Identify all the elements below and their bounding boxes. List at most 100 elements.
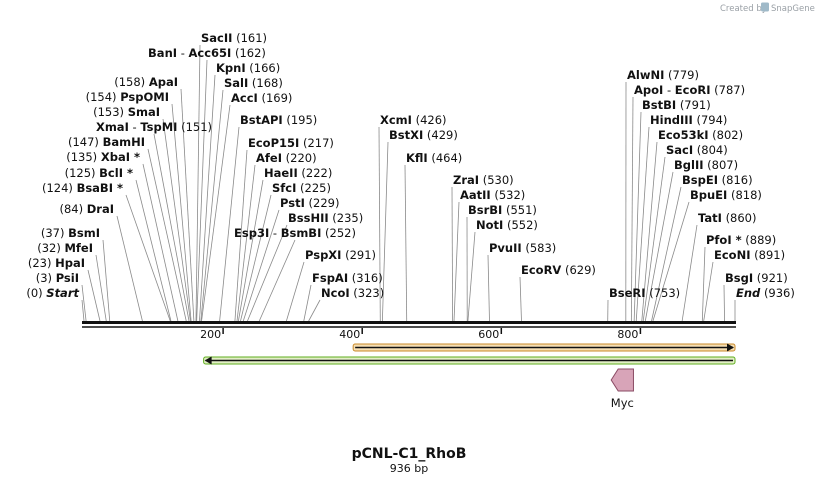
snapgene-credit: Created by SnapGene	[720, 2, 815, 14]
site-label-sfci[interactable]: SfcI (225)	[272, 181, 331, 195]
site-label-zrai[interactable]: ZraI (530)	[453, 173, 514, 187]
site-label-alwni[interactable]: AlwNI (779)	[627, 68, 699, 82]
leader-xbai	[142, 163, 179, 322]
site-label-pfoi[interactable]: PfoI * (889)	[706, 233, 776, 247]
site-position: (168)	[252, 76, 283, 90]
site-label-esp3i[interactable]: Esp3I - BsmBI (252)	[234, 226, 356, 240]
leader-bspei	[651, 186, 682, 322]
site-sep: -	[663, 83, 674, 97]
site-position: (860)	[726, 211, 757, 225]
site-label-xcmi[interactable]: XcmI (426)	[380, 113, 447, 127]
direction-arrow-icon	[204, 356, 212, 365]
site-label-hindiii[interactable]: HindIII (794)	[650, 113, 727, 127]
site-label-aatii[interactable]: AatII (532)	[460, 188, 525, 202]
site-label-xbai[interactable]: (135) XbaI *	[66, 150, 140, 164]
site-label-smai[interactable]: (153) SmaI	[93, 105, 160, 119]
myc-arrow-icon[interactable]	[610, 368, 634, 392]
site-label-bsshii[interactable]: BssHII (235)	[288, 211, 363, 225]
plasmid-name: pCNL-C1_RhoB	[352, 446, 467, 462]
site-label-acci[interactable]: AccI (169)	[231, 91, 292, 105]
leader-sacii	[195, 44, 201, 322]
leader-drai	[116, 215, 143, 322]
site-label-pspxi[interactable]: PspXI (291)	[305, 248, 376, 262]
site-label-fspai[interactable]: FspAI (316)	[312, 271, 383, 285]
site-label-bspei[interactable]: BspEI (816)	[682, 173, 753, 187]
leader-eco53ki	[641, 141, 658, 322]
site-label-bani[interactable]: BanI - Acc65I (162)	[148, 46, 266, 60]
site-sep: -	[177, 46, 188, 60]
site-label-bglii[interactable]: BglII (807)	[674, 158, 738, 172]
leader-bglii	[644, 171, 674, 322]
site-label-bsmi[interactable]: (37) BsmI	[41, 226, 100, 240]
site-label-end[interactable]: End (936)	[736, 286, 795, 300]
site-name: PstI	[280, 196, 305, 210]
site-label-kpni[interactable]: KpnI (166)	[216, 61, 280, 75]
site-name: PspXI	[305, 248, 341, 262]
leader-bsmi	[102, 239, 111, 322]
site-position: (84)	[59, 202, 83, 216]
site-position: (169)	[261, 91, 292, 105]
leader-apai	[180, 88, 195, 322]
site-label-bsrbi[interactable]: BsrBI (551)	[468, 203, 537, 217]
site-label-saci[interactable]: SacI (804)	[666, 143, 728, 157]
site-label-pspomi[interactable]: (154) PspOMI	[86, 90, 169, 104]
site-label-start[interactable]: (0) Start	[26, 286, 79, 300]
site-position: (154)	[86, 90, 117, 104]
site-label-bstxi[interactable]: BstXI (429)	[389, 128, 458, 142]
myc-feature: Myc	[610, 368, 634, 410]
leader-pspomi	[171, 103, 192, 322]
site-label-bpuei[interactable]: BpuEI (818)	[690, 188, 762, 202]
site-alt-name: TspMI	[140, 120, 177, 134]
plasmid-size: 936 bp	[390, 462, 428, 475]
site-label-pvuii[interactable]: PvuII (583)	[489, 241, 556, 255]
site-label-bsgi[interactable]: BsgI (921)	[725, 271, 788, 285]
site-label-haeii[interactable]: HaeII (222)	[264, 166, 332, 180]
site-label-ecop15i[interactable]: EcoP15I (217)	[248, 136, 334, 150]
leader-afei	[236, 164, 256, 322]
site-label-bseri[interactable]: BseRI (753)	[609, 286, 680, 300]
site-label-xmai[interactable]: XmaI - TspMI (151)	[96, 120, 212, 134]
site-position: (291)	[345, 248, 376, 262]
leader-kfli	[404, 164, 408, 322]
site-label-sacii[interactable]: SacII (161)	[201, 31, 267, 45]
site-alt-name: EcoRI	[675, 83, 711, 97]
site-position: (323)	[353, 286, 384, 300]
site-label-tati[interactable]: TatI (860)	[698, 211, 757, 225]
site-position: (889)	[745, 233, 776, 247]
site-label-ecorv[interactable]: EcoRV (629)	[521, 263, 596, 277]
site-name: TatI	[698, 211, 722, 225]
site-position: (147)	[68, 135, 99, 149]
site-label-bamhi[interactable]: (147) BamHI	[68, 135, 145, 149]
site-label-afei[interactable]: AfeI (220)	[256, 151, 317, 165]
site-label-ncoi[interactable]: NcoI (323)	[321, 286, 384, 300]
leader-bsshii	[247, 224, 288, 322]
leader-bcli	[135, 179, 172, 322]
site-label-mfei[interactable]: (32) MfeI	[37, 241, 93, 255]
site-position: (32)	[37, 241, 61, 255]
site-name: PfoI *	[706, 233, 742, 247]
site-label-apai[interactable]: (158) ApaI	[114, 75, 178, 89]
site-label-psii[interactable]: (3) PsiI	[36, 271, 79, 285]
site-name: EcoNI	[714, 248, 750, 262]
site-label-bcli[interactable]: (125) BclI *	[65, 166, 133, 180]
leader-ncoi	[308, 299, 321, 322]
site-label-econi[interactable]: EcoNI (891)	[714, 248, 785, 262]
site-name: AatII	[460, 188, 491, 202]
site-label-apoi[interactable]: ApoI - EcoRI (787)	[634, 83, 745, 97]
site-label-bsabi[interactable]: (124) BsaBI *	[42, 181, 123, 195]
site-label-bstapi[interactable]: BstAPI (195)	[240, 113, 317, 127]
site-label-noti[interactable]: NotI (552)	[476, 218, 538, 232]
credit-prefix: Created by	[720, 4, 767, 14]
site-label-drai[interactable]: (84) DraI	[59, 202, 114, 216]
site-label-sali[interactable]: SalI (168)	[224, 76, 283, 90]
leader-hindiii	[635, 126, 650, 322]
site-position: (222)	[301, 166, 332, 180]
site-name: HaeII	[264, 166, 298, 180]
site-label-psti[interactable]: PstI (229)	[280, 196, 339, 210]
site-label-kfli[interactable]: KflI (464)	[406, 151, 462, 165]
site-label-hpai[interactable]: (23) HpaI	[28, 256, 85, 270]
site-label-eco53ki[interactable]: Eco53kI (802)	[658, 128, 743, 142]
site-position: (804)	[697, 143, 728, 157]
leader-bpuei	[652, 201, 690, 322]
site-label-bstbi[interactable]: BstBI (791)	[642, 98, 711, 112]
